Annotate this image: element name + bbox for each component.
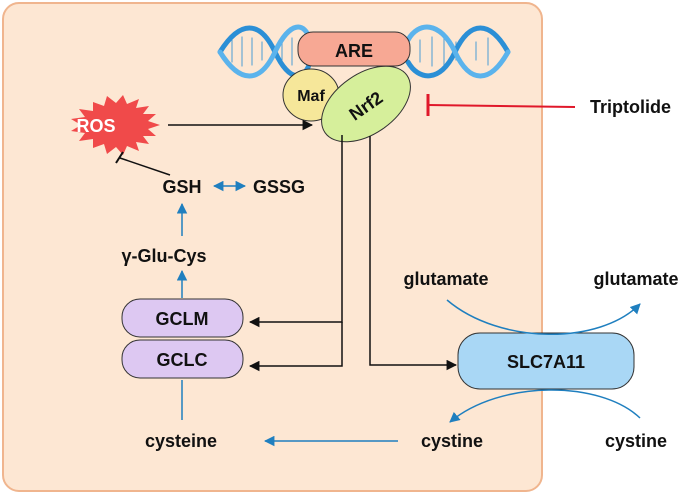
are-label: ARE <box>335 41 373 61</box>
cell-body <box>2 2 543 492</box>
gclm-box <box>121 298 244 338</box>
gsh-inhibits-ros-bar <box>115 151 124 164</box>
triptolide-label: Triptolide <box>590 97 671 117</box>
glu-cys-label: γ-Glu-Cys <box>121 246 206 266</box>
cystine-influx-arrow <box>449 389 641 423</box>
maf-label: Maf <box>297 88 325 105</box>
starburst-icon <box>71 95 160 155</box>
slc7a11-box <box>457 332 635 390</box>
gclc-box <box>121 339 244 379</box>
nrf2-ellipse <box>321 65 411 143</box>
glutamate-efflux-arrow <box>446 299 641 335</box>
gclm-label: GCLM <box>156 309 209 329</box>
triptolide-inhibition-line <box>427 104 576 108</box>
cystine-inside-label: cystine <box>421 431 483 451</box>
glutamate-inside-label: glutamate <box>403 269 488 289</box>
nrf2-to-gclc-arrow <box>248 322 343 372</box>
gclc-label: GCLC <box>157 350 208 370</box>
cysteine-label: cysteine <box>145 431 217 451</box>
gsh-inhibits-ros-line <box>119 157 171 176</box>
glutamate-outside-label: glutamate <box>593 269 678 289</box>
nrf2-to-slc7a11-arrow <box>369 136 458 371</box>
slc7a11-label: SLC7A11 <box>507 352 585 372</box>
are-box <box>297 31 411 67</box>
ros-label: ROS <box>76 116 115 136</box>
gsh-label: GSH <box>162 177 201 197</box>
cystine-outside-label: cystine <box>605 431 667 451</box>
gssg-label: GSSG <box>253 177 305 197</box>
